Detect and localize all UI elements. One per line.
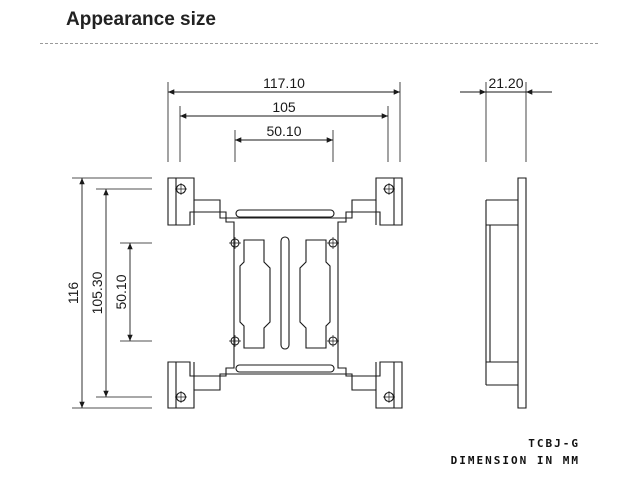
model-code: TCBJ-G xyxy=(528,437,580,450)
dimension-arrows xyxy=(79,89,552,408)
dashed-divider xyxy=(40,43,598,44)
dim-hole-height: 105.30 xyxy=(89,271,105,314)
dim-center-height: 50.10 xyxy=(113,274,129,309)
dim-overall-width: 117.10 xyxy=(263,75,305,91)
dim-hole-width: 105 xyxy=(272,99,296,115)
unit-note: DIMENSION IN MM xyxy=(450,454,580,467)
bracket-front-view xyxy=(167,177,403,409)
dim-side-thickness: 21.20 xyxy=(488,75,523,91)
page-title: Appearance size xyxy=(66,9,216,30)
dim-overall-height: 116 xyxy=(65,282,81,305)
dim-center-width: 50.10 xyxy=(266,123,301,139)
bracket-side-view xyxy=(485,177,527,409)
hole-crosshairs xyxy=(175,183,395,403)
